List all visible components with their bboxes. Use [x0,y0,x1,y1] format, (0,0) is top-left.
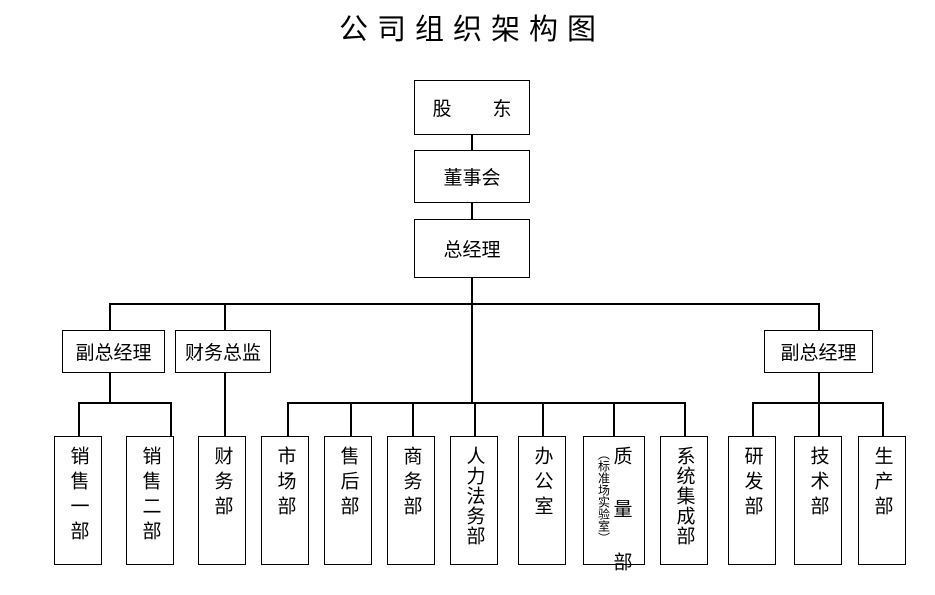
node-cfo-label: 财务总监 [184,342,261,364]
connector-quality [613,402,615,436]
connector-bus-deputy-left [109,303,111,330]
connector-sales2 [170,402,172,436]
connector-deputy-left-down [109,373,111,402]
page-title: 公司组织架构图 [338,12,605,46]
node-sales-dept-1-label: 销售一部 [67,446,90,546]
node-office-label: 办公室 [531,446,554,521]
bus-right-departments [752,402,883,404]
node-general-manager-label: 总经理 [443,239,501,261]
node-cfo[interactable]: 财务总监 [175,330,271,373]
node-after-sales-dept[interactable]: 售后部 [324,436,372,565]
bus-mid-departments [287,402,685,404]
connector-rnd [752,402,754,436]
node-general-manager[interactable]: 总经理 [414,219,530,278]
node-shareholders[interactable]: 股 东 [414,80,530,135]
connector-office [542,402,544,436]
node-marketing-dept[interactable]: 市场部 [261,436,309,565]
connector-production [882,402,884,436]
bus-sales [78,402,171,404]
node-quality-dept-label: 质 量 部 [610,446,633,577]
node-deputy-general-manager-right[interactable]: 副总经理 [764,330,873,373]
node-hr-legal-dept[interactable]: 人力法务部 [450,436,498,565]
connector-business [412,402,414,436]
connector-bus-deputy-right [818,303,820,330]
node-after-sales-dept-label: 售后部 [337,446,360,521]
node-deputy-general-manager-left-label: 副总经理 [75,342,152,364]
node-marketing-dept-label: 市场部 [274,446,297,521]
connector-shareholders-board [471,135,473,150]
node-quality-dept-note: （标准场实验室） [596,448,611,544]
node-business-dept-label: 商务部 [400,446,423,521]
connector-gm-down [471,278,473,304]
node-quality-dept[interactable]: 质 量 部 （标准场实验室） [583,436,645,577]
connector-bus-cfo [224,303,226,330]
node-board-of-directors[interactable]: 董事会 [414,150,530,203]
node-system-integration-dept-label: 系统集成部 [673,446,696,546]
node-production-dept-label: 生产部 [871,446,894,521]
connector-deputy-right-down [818,373,820,402]
node-tech-dept[interactable]: 技术部 [794,436,842,565]
node-shareholders-label: 股 东 [432,98,523,120]
node-sales-dept-1[interactable]: 销售一部 [54,436,102,565]
connector-gm-mid-group [471,303,473,402]
connector-hr-legal [474,402,476,436]
node-deputy-general-manager-right-label: 副总经理 [780,342,857,364]
connector-system-integration [684,402,686,436]
node-system-integration-dept[interactable]: 系统集成部 [660,436,708,565]
node-office[interactable]: 办公室 [518,436,566,565]
node-rnd-dept-label: 研发部 [741,446,764,521]
node-production-dept[interactable]: 生产部 [858,436,906,565]
node-finance-dept[interactable]: 财务部 [198,436,246,565]
node-business-dept[interactable]: 商务部 [387,436,435,565]
connector-after-sales [350,402,352,436]
node-finance-dept-label: 财务部 [211,446,234,521]
connector-sales1 [78,402,80,436]
node-deputy-general-manager-left[interactable]: 副总经理 [62,330,165,373]
connector-tech [818,402,820,436]
connector-marketing [287,402,289,436]
node-sales-dept-2[interactable]: 销售二部 [126,436,174,565]
connector-cfo-finance [224,373,226,436]
node-sales-dept-2-label: 销售二部 [139,446,162,546]
node-hr-legal-dept-label: 人力法务部 [463,446,486,546]
connector-board-gm [471,203,473,219]
node-board-of-directors-label: 董事会 [443,167,501,189]
node-tech-dept-label: 技术部 [807,446,830,521]
bus-level4 [109,303,819,305]
node-rnd-dept[interactable]: 研发部 [728,436,776,565]
